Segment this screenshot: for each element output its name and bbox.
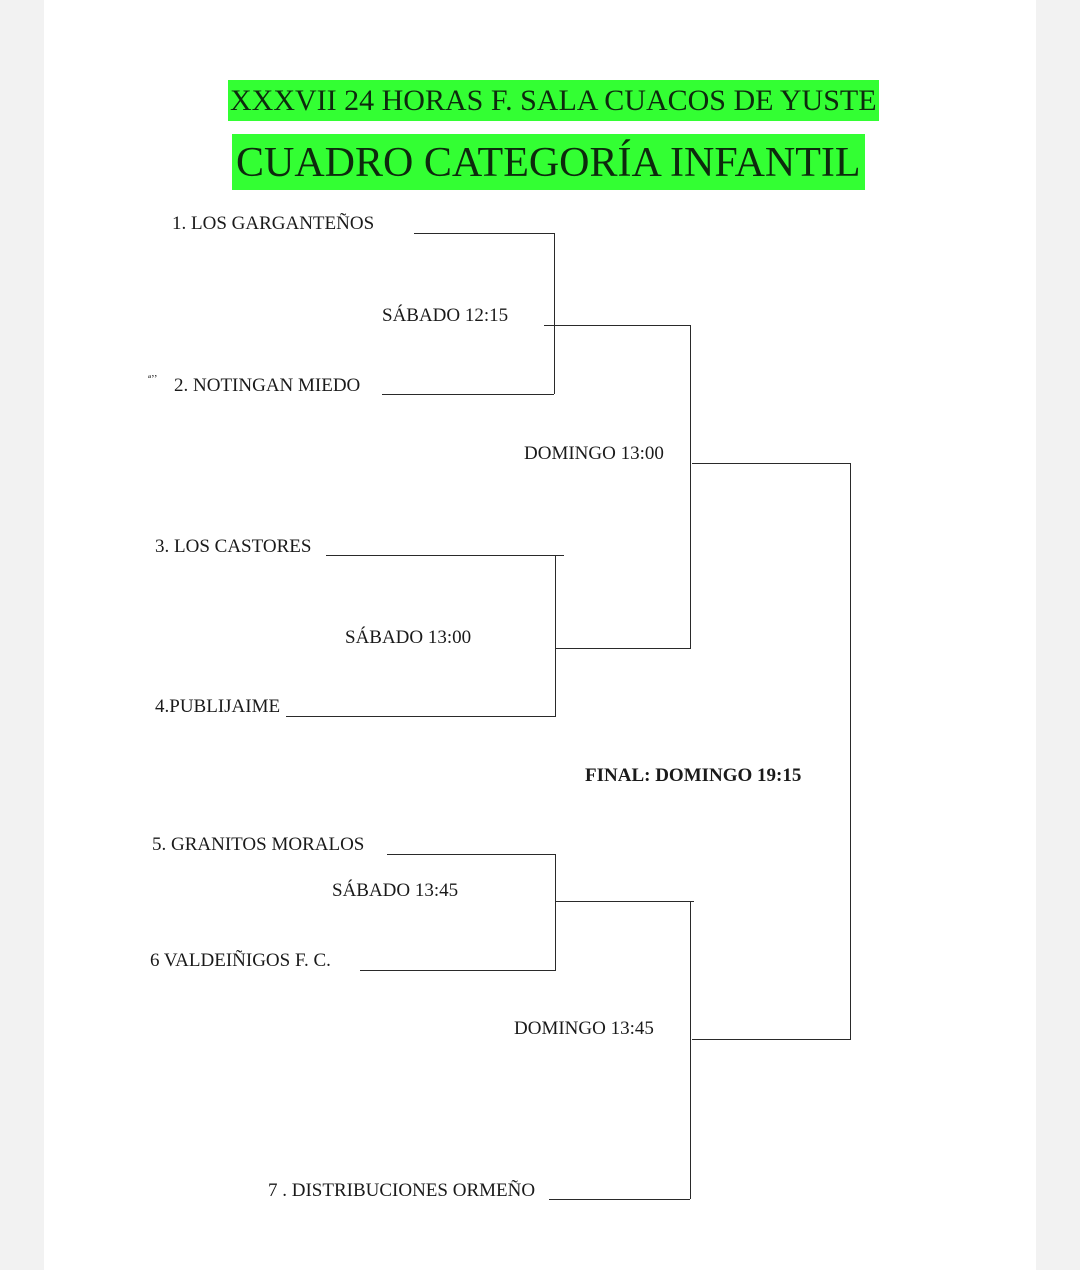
team-2-line — [382, 394, 554, 395]
team-1-label: 1. LOS GARGANTEÑOS — [172, 213, 375, 234]
semifinal-2-time: DOMINGO 13:45 — [514, 1018, 654, 1039]
semifinal-2-connector — [690, 901, 691, 1199]
bracket-title: CUADRO CATEGORÍA INFANTIL — [232, 134, 865, 190]
tournament-title: XXXVII 24 HORAS F. SALA CUACOS DE YUSTE — [228, 80, 879, 121]
final-time: FINAL: DOMINGO 19:15 — [585, 765, 802, 786]
semifinal-1-time: DOMINGO 13:00 — [524, 443, 664, 464]
team-1-line — [414, 233, 555, 234]
team-3-label: 3. LOS CASTORES — [155, 536, 312, 557]
semifinal-1-connector — [690, 325, 691, 648]
match-2-connector — [555, 555, 556, 716]
semifinal-1-winner-line — [692, 463, 851, 464]
team-2-label: 2. NOTINGAN MIEDO — [174, 375, 361, 396]
document-page: XXXVII 24 HORAS F. SALA CUACOS DE YUSTE … — [44, 0, 1036, 1270]
team-7-line — [549, 1199, 690, 1200]
team-4-line — [286, 716, 556, 717]
team-6-label: 6 VALDEIÑIGOS F. C. — [150, 950, 331, 971]
match-3-connector — [555, 854, 556, 970]
team-3-line — [326, 555, 564, 556]
match-2-winner-line — [555, 648, 691, 649]
stray-mark: ª’’ — [148, 373, 158, 385]
team-4-label: 4.PUBLIJAIME — [155, 696, 281, 717]
team-5-line — [387, 854, 555, 855]
match-1-time: SÁBADO 12:15 — [382, 305, 509, 326]
match-3-time: SÁBADO 13:45 — [332, 880, 459, 901]
match-2-time: SÁBADO 13:00 — [345, 627, 472, 648]
final-connector — [850, 463, 851, 1039]
match-1-winner-line — [544, 325, 691, 326]
team-5-label: 5. GRANITOS MORALOS — [152, 834, 365, 855]
match-3-winner-line — [555, 901, 694, 902]
semifinal-2-winner-line — [692, 1039, 851, 1040]
team-7-label: 7 . DISTRIBUCIONES ORMEÑO — [268, 1180, 536, 1201]
team-6-line — [360, 970, 556, 971]
match-1-connector — [554, 233, 555, 394]
